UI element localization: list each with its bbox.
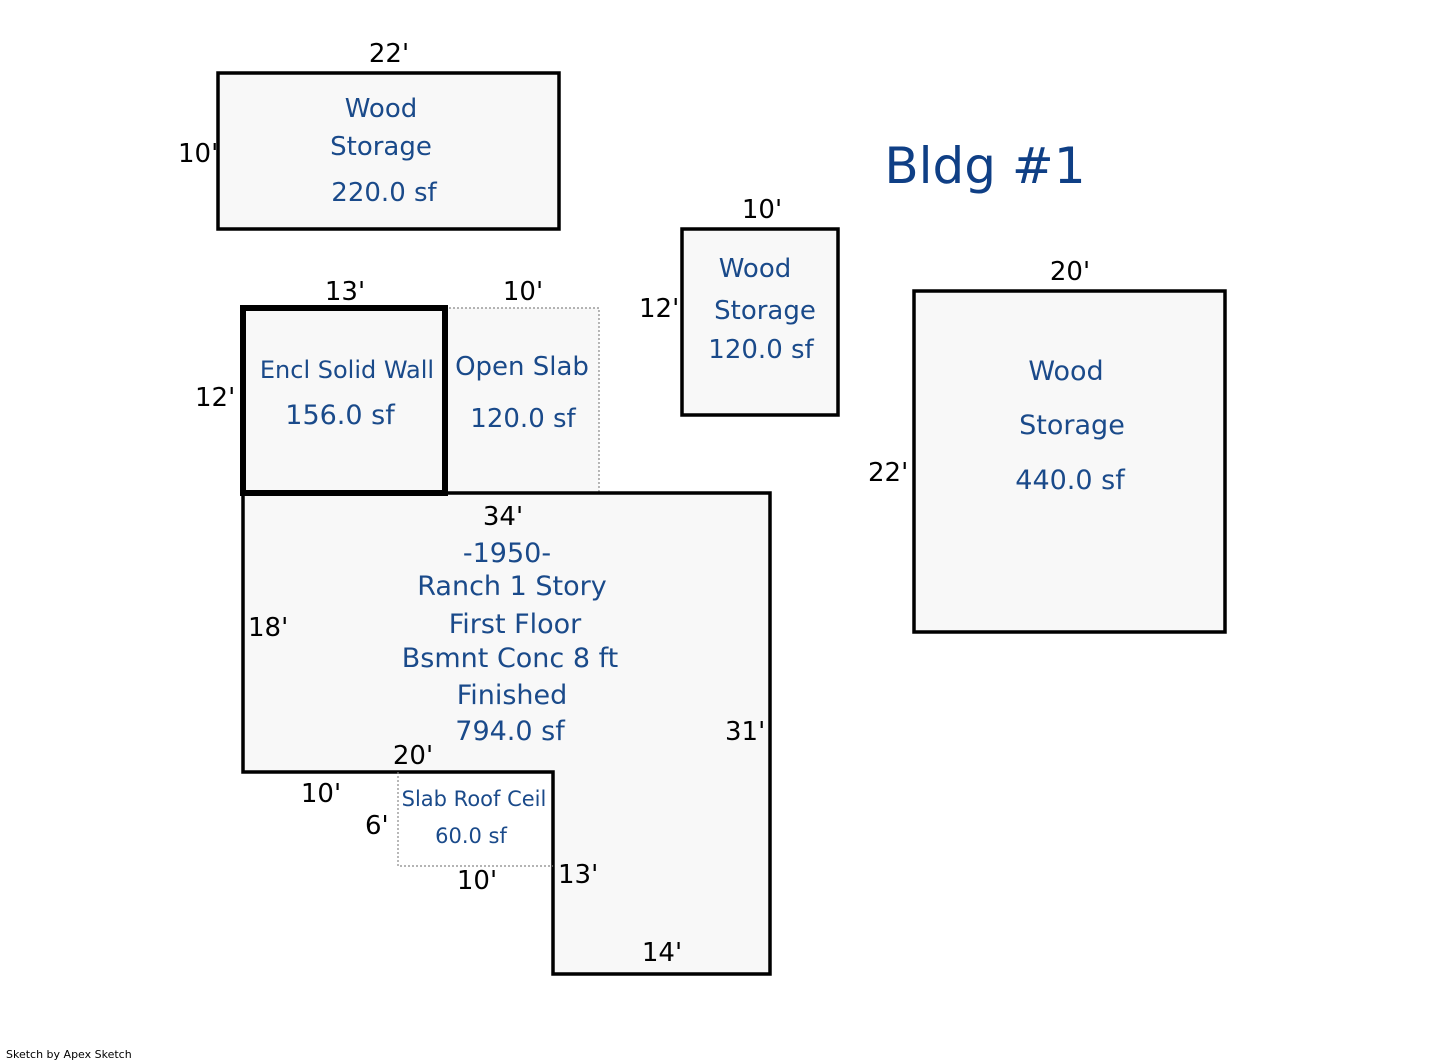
wood-storage-mid-line2: Storage [714,296,816,326]
main-house-dim-step: 13' [558,860,598,890]
wood-storage-right[interactable]: Wood Storage 440.0 sf 20' 22' [868,257,1227,634]
wood-storage-right-dim-top: 20' [1050,257,1090,287]
wood-storage-mid-line1: Wood [719,254,792,284]
encl-solid-wall-dim-left: 12' [195,383,235,413]
wood-storage-top-dim-top: 22' [369,39,409,69]
slab-roof-ceil-area: 60.0 sf [435,824,507,848]
slab-roof-ceil[interactable]: Slab Roof Ceil 60.0 sf 6' 10' [365,772,553,896]
main-house-basement: Bsmnt Conc 8 ft [402,643,618,674]
main-house-year: -1950- [463,538,551,569]
main-house-style: Ranch 1 Story [417,571,606,602]
footer-credit: Sketch by Apex Sketch [6,1048,132,1060]
wood-storage-top[interactable]: Wood Storage 220.0 sf 22' 10' [178,39,561,231]
main-house-dim-inner-top: 20' [393,741,433,771]
open-slab-line1: Open Slab [455,352,589,382]
encl-solid-wall-area: 156.0 sf [285,400,396,431]
slab-roof-ceil-dim-bottom: 10' [457,866,497,896]
slab-roof-ceil-dim-left: 6' [365,811,389,841]
main-house[interactable]: -1950- Ranch 1 Story First Floor Bsmnt C… [241,491,772,976]
wood-storage-mid-outline [680,227,840,417]
wood-storage-right-dim-left: 22' [868,458,908,488]
main-house-dim-left: 18' [248,613,288,643]
wood-storage-mid-dim-top: 10' [742,195,782,225]
main-house-outline [241,491,772,976]
wood-storage-right-outline [912,289,1227,634]
main-house-dim-top: 34' [483,502,523,532]
open-slab-dim-top: 10' [503,277,543,307]
wood-storage-top-line2: Storage [330,132,432,162]
wood-storage-right-line2: Storage [1019,410,1125,441]
main-house-dim-right: 31' [725,717,765,747]
slab-roof-ceil-outline [397,772,553,867]
main-house-finish: Finished [457,680,568,711]
open-slab-outline [444,307,600,494]
slab-roof-ceil-line1: Slab Roof Ceil [402,787,547,811]
building-title: Bldg #1 [884,137,1085,195]
encl-solid-wall-line1: Encl Solid Wall [260,356,434,384]
wood-storage-top-line1: Wood [345,94,418,124]
main-house-floor: First Floor [449,609,582,640]
open-slab[interactable]: Open Slab 120.0 sf 10' [444,277,600,494]
main-house-area: 794.0 sf [455,716,566,747]
wood-storage-top-outline [216,71,561,231]
open-slab-area: 120.0 sf [470,404,576,434]
wood-storage-right-line1: Wood [1028,356,1103,387]
main-house-dim-bottom-left: 10' [301,779,341,809]
wood-storage-mid[interactable]: Wood Storage 120.0 sf 10' 12' [639,195,840,417]
wood-storage-mid-area: 120.0 sf [708,335,814,365]
main-house-dim-bottom: 14' [642,938,682,968]
encl-solid-wall-outline [240,305,448,496]
wood-storage-top-dim-left: 10' [178,139,218,169]
wood-storage-mid-dim-left: 12' [639,294,679,324]
encl-solid-wall-dim-top: 13' [325,277,365,307]
wood-storage-top-area: 220.0 sf [331,178,437,208]
wood-storage-right-area: 440.0 sf [1015,465,1126,496]
encl-solid-wall[interactable]: Encl Solid Wall 156.0 sf 13' 12' [195,277,448,496]
